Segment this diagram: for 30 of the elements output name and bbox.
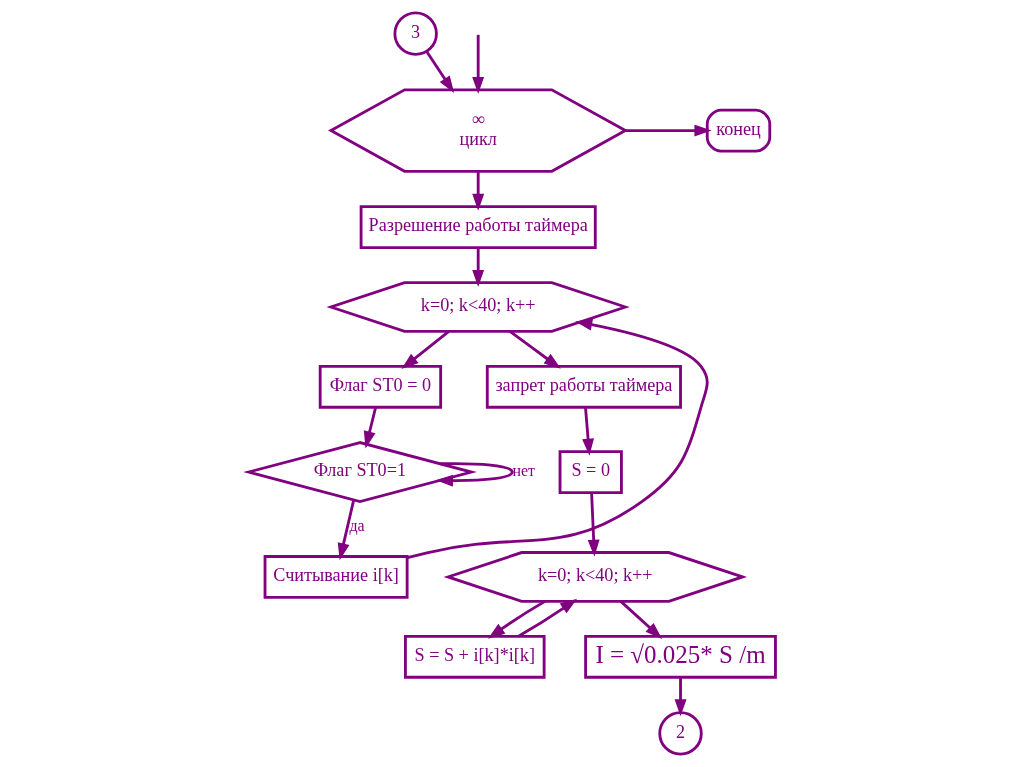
arrow [337, 499, 356, 561]
node-box: I = √0.025* S /m [584, 634, 777, 679]
arrow [674, 677, 687, 717]
arrow [508, 330, 561, 369]
arrow [472, 171, 485, 211]
node-circle: 3 [393, 11, 438, 56]
node-circle: 2 [658, 711, 703, 756]
node-box: S = S + i[k]*i[k] [404, 634, 546, 679]
node-box: Разрешение работы таймера [359, 205, 597, 250]
node-box: запрет работы таймера [485, 364, 682, 409]
node-diamond: Флаг ST0=1 [244, 441, 477, 504]
edge-label: да [349, 517, 365, 535]
arrow [517, 598, 578, 638]
arrow [582, 407, 595, 456]
arrow [425, 50, 455, 94]
node-box: Флаг ST0 = 0 [318, 364, 443, 409]
node-box: S = 0 [558, 450, 623, 494]
node-box: Считывание i[k] [263, 555, 409, 599]
arrow [587, 492, 600, 557]
arrow [472, 34, 485, 95]
arrow [488, 599, 546, 639]
arrow [363, 407, 377, 449]
arrow [407, 318, 709, 559]
node-box: конец [705, 108, 772, 153]
arrow [401, 330, 450, 369]
edge-label: нет [512, 462, 535, 480]
arrow [625, 124, 712, 137]
arrow [472, 247, 485, 287]
arrow [436, 462, 514, 487]
arrow [619, 600, 663, 639]
